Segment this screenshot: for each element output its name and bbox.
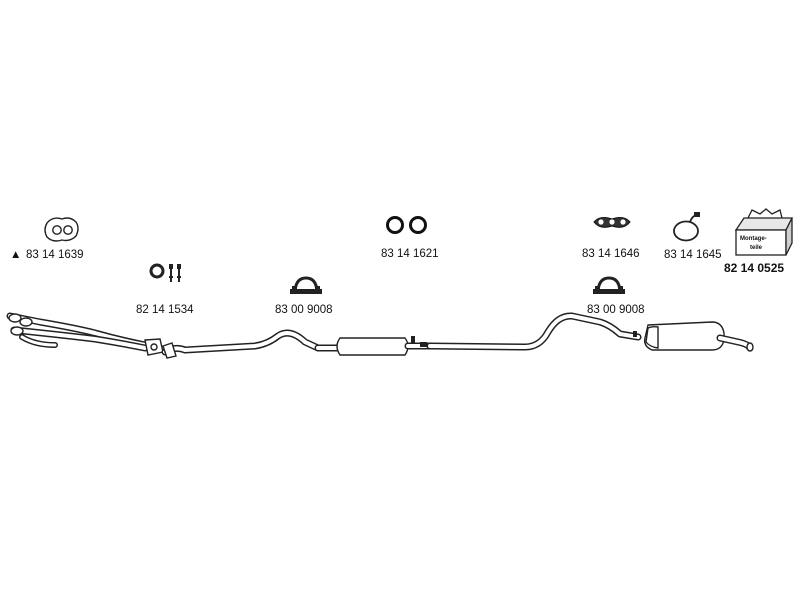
gasket-icon [44, 217, 79, 242]
mounting-kit-part-number: 82 14 0525 [724, 261, 784, 275]
u-clamp-icon [593, 276, 625, 294]
rear-silencer [633, 321, 754, 352]
clamp-left-part-number: 83 00 9008 [275, 304, 333, 316]
rubber-hanger-icon [593, 217, 631, 228]
gasket-part-number: 83 14 1639 [26, 249, 84, 261]
mounting-kit-box-text: Montage- [740, 236, 767, 242]
clamp-bolts-icon [149, 263, 181, 282]
front-downpipe [6, 312, 164, 356]
front-pipe [161, 329, 322, 359]
sealing-rings-icon [386, 216, 427, 234]
middle-silencer [314, 336, 434, 356]
intermediate-pipe [426, 312, 642, 351]
mounting-kit-box-icon: Montage- teile [734, 208, 794, 256]
gasket-marker: ▲ [10, 249, 21, 261]
hanger-strip-part-number: 83 14 1646 [582, 248, 640, 260]
clamp-right-part-number: 83 00 9008 [587, 304, 645, 316]
rings-part-number: 83 14 1621 [381, 248, 439, 260]
clamp-bolts-part-number: 82 14 1534 [136, 304, 194, 316]
hanger-ring-part-number: 83 14 1645 [664, 249, 722, 261]
u-clamp-icon [290, 276, 322, 294]
mounting-kit-box-text: teile [750, 245, 763, 251]
rubber-ring-hanger-icon [673, 212, 700, 242]
